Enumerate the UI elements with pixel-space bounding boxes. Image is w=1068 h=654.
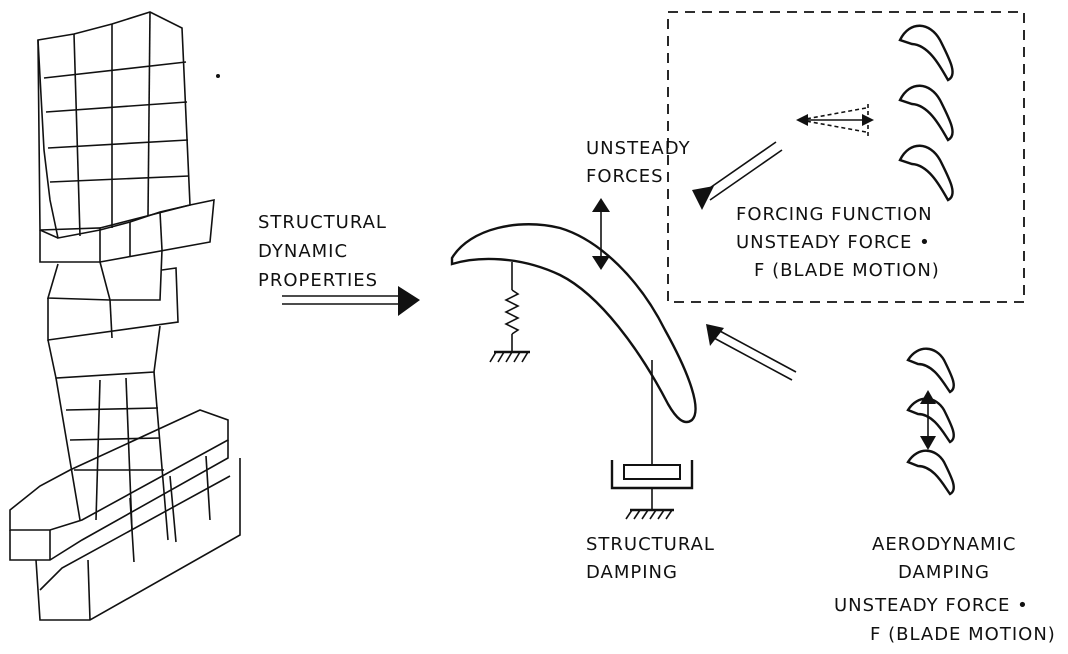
blade-fe-model	[9, 11, 241, 621]
label-aerodynamic: AERODYNAMIC	[872, 534, 1016, 555]
aero-oscillation-arrow	[920, 390, 936, 450]
arrow-forcing-to-blade	[692, 141, 783, 210]
arrow-structural-to-blade	[282, 286, 420, 316]
label-forcing-function: FORCING FUNCTION	[736, 204, 933, 225]
label-aero-blade-motion: F (BLADE MOTION)	[870, 624, 1056, 645]
label-aero-damping: DAMPING	[898, 562, 990, 583]
label-structural-damping-1: STRUCTURAL	[586, 534, 715, 555]
damper-element	[610, 360, 694, 520]
cascade-blades-top	[898, 24, 954, 202]
spring-element	[489, 262, 530, 363]
cascade-blades-bottom	[906, 347, 955, 496]
forcing-function-box	[667, 11, 1025, 303]
unsteady-force-arrow	[592, 198, 610, 270]
arrow-aero-to-blade	[706, 324, 797, 381]
label-unsteady: UNSTEADY	[586, 138, 691, 159]
label-forcing-blade-motion: F (BLADE MOTION)	[754, 260, 940, 281]
label-dynamic: DYNAMIC	[258, 241, 348, 262]
speck-mark	[216, 74, 220, 78]
label-forcing-unsteady-force: UNSTEADY FORCE •	[736, 232, 931, 253]
center-airfoil	[450, 223, 697, 424]
label-properties: PROPERTIES	[258, 270, 378, 291]
label-structural-damping-2: DAMPING	[586, 562, 678, 583]
label-aero-unsteady-force: UNSTEADY FORCE •	[834, 595, 1029, 616]
label-forces: FORCES	[586, 166, 664, 187]
label-structural: STRUCTURAL	[258, 212, 387, 233]
blade-motion-vector	[796, 104, 874, 136]
